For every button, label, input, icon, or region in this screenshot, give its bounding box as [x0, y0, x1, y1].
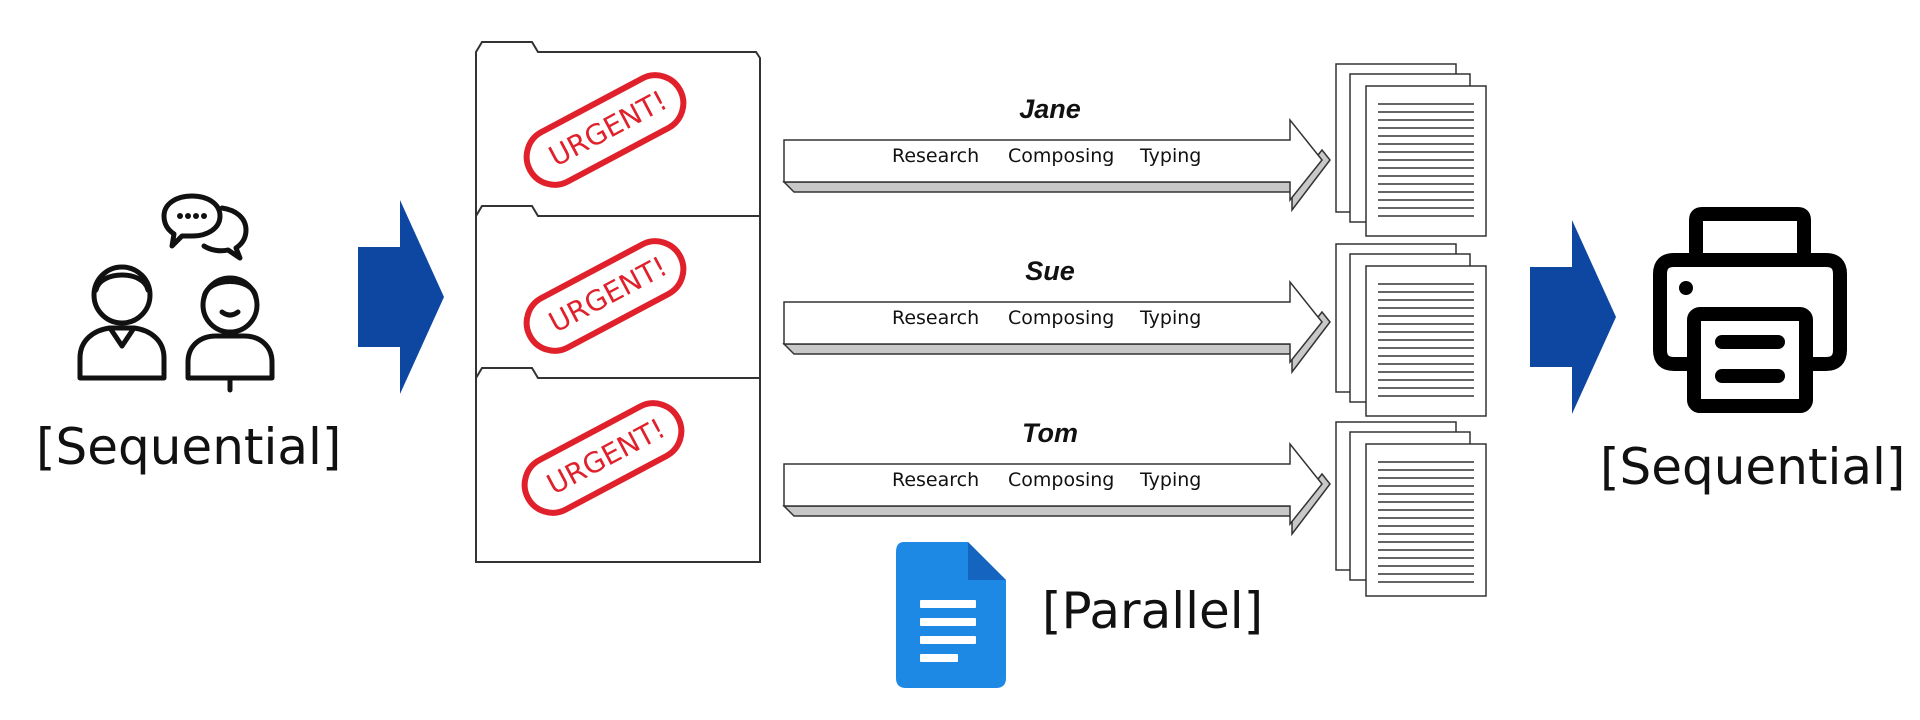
worker-name-jane: Jane	[1019, 94, 1081, 124]
flow-arrow-in	[358, 200, 444, 394]
printer-icon	[1650, 206, 1850, 413]
step-typing: Typing	[1140, 469, 1202, 491]
flow-arrow-out	[1530, 220, 1616, 414]
step-composing: Composing	[1008, 469, 1115, 491]
step-composing: Composing	[1008, 307, 1115, 329]
urgent-stamp	[508, 398, 698, 518]
people-chatting-icon	[70, 190, 290, 393]
step-research: Research	[892, 469, 980, 491]
google-docs-icon	[896, 542, 1006, 688]
process-arrow-sue	[780, 279, 1331, 380]
process-arrow-tom	[780, 441, 1331, 542]
output-label: [Sequential]	[1600, 438, 1906, 496]
urgent-stamp	[510, 70, 700, 190]
document-stack-icon	[1334, 420, 1494, 600]
step-typing: Typing	[1140, 145, 1202, 167]
parallel-label: [Parallel]	[1042, 582, 1264, 640]
input-label: [Sequential]	[36, 418, 342, 476]
step-typing: Typing	[1140, 307, 1202, 329]
worker-name-sue: Sue	[1025, 256, 1075, 286]
step-composing: Composing	[1008, 145, 1115, 167]
document-stack-icon	[1334, 242, 1494, 418]
worker-name-tom: Tom	[1022, 418, 1078, 448]
step-research: Research	[892, 145, 980, 167]
urgent-stamp	[510, 236, 700, 356]
document-stack-icon	[1334, 62, 1494, 238]
process-arrow-jane	[780, 117, 1331, 218]
step-research: Research	[892, 307, 980, 329]
folder-stack	[474, 40, 761, 570]
